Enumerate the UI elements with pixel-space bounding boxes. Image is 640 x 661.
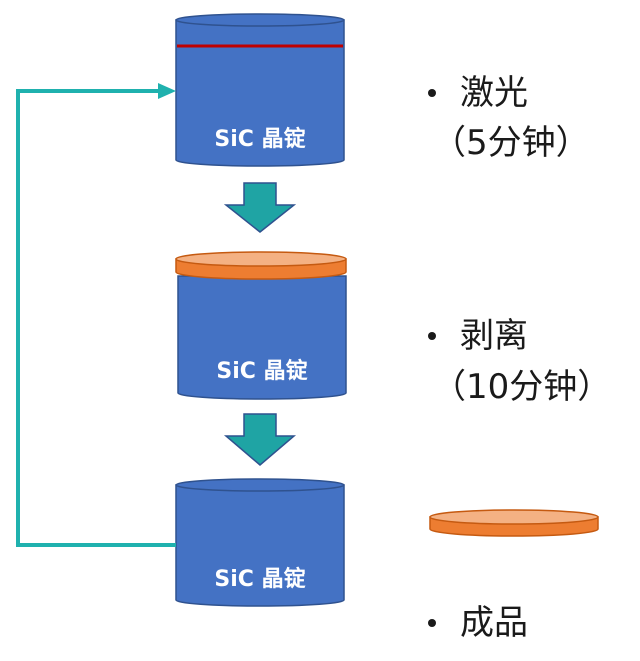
- step-laser-detail: （5分钟）: [432, 123, 590, 163]
- loop-back-arrow-icon: [16, 83, 176, 547]
- ingot-2-label: SiC 晶锭: [216, 358, 307, 384]
- down-arrow-icon: [223, 182, 297, 233]
- ingot-2-body: [177, 275, 347, 400]
- step-laser-name: 激光: [460, 73, 528, 113]
- loop-back-arrowhead: [158, 83, 176, 99]
- loop-back-line: [16, 89, 176, 547]
- ingot-3-body: [175, 484, 345, 607]
- peeled-wafer: [175, 251, 347, 280]
- bullet-icon: [428, 332, 436, 340]
- ingot-3: SiC 晶锭: [175, 478, 345, 607]
- step-peel-name: 剥离: [460, 316, 528, 356]
- ingot-1-top: [175, 13, 345, 27]
- step-peel-detail: （10分钟）: [432, 367, 611, 407]
- ingot-3-label: SiC 晶锭: [214, 566, 305, 592]
- ingot-1: SiC 晶锭: [175, 13, 345, 167]
- bullet-icon: [428, 619, 436, 627]
- step-product-name: 成品: [460, 603, 528, 643]
- bullet-icon: [428, 89, 436, 97]
- down-arrow-icon: [223, 413, 297, 466]
- ingot-2: SiC 晶锭: [175, 251, 347, 400]
- peeled-wafer-top: [175, 251, 347, 267]
- ingot-3-top: [175, 478, 345, 492]
- ingot-1-label: SiC 晶锭: [214, 126, 305, 152]
- ingot-1-body: [175, 19, 345, 167]
- finished-wafer-top: [429, 509, 599, 525]
- finished-wafer: [429, 509, 599, 537]
